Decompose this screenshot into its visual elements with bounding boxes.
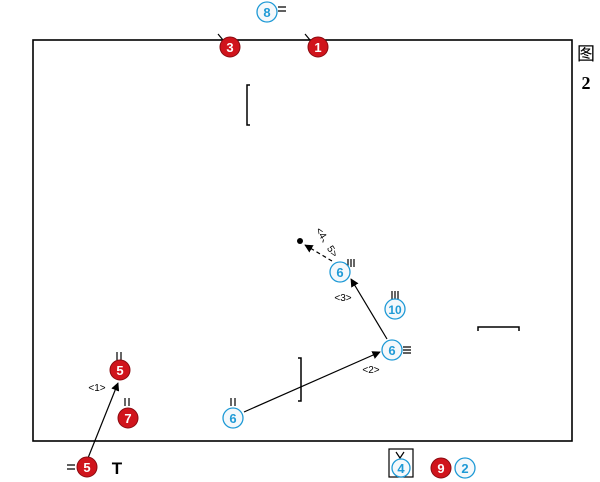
move-arrow-2 <box>243 351 381 413</box>
marker-bracket-middle <box>298 357 302 402</box>
move-arrow-1 <box>87 382 120 459</box>
red-player-7-number: 7 <box>124 411 131 426</box>
blue-player-8-number: 8 <box>263 5 270 20</box>
court-boundary <box>32 39 573 442</box>
red-player-5-top-number: 5 <box>116 363 123 378</box>
sequence-label-2: <2> <box>362 365 379 376</box>
blue-player-10: 10 <box>384 298 406 320</box>
marker-bracket-right <box>477 326 520 331</box>
move-arrow-3 <box>350 278 388 340</box>
red-player-3-number: 3 <box>226 40 233 55</box>
t-marker: T <box>112 459 123 478</box>
blue-player-4: 4 <box>391 458 411 478</box>
red-player-7: 7 <box>117 407 139 429</box>
blue-player-6-middle: 6 <box>381 339 403 361</box>
blue-player-6-bottom-number: 6 <box>229 411 236 426</box>
red-player-5-bottom: 5 <box>76 456 98 478</box>
red-player-5-bottom-number: 5 <box>83 460 90 475</box>
sequence-label-3: <3> <box>334 293 351 304</box>
red-player-5-top: 5 <box>109 359 131 381</box>
blue-player-8: 8 <box>256 1 278 23</box>
blue-player-4-number: 4 <box>397 461 405 476</box>
end-point-dot <box>297 238 303 244</box>
facing-marks <box>67 6 411 470</box>
red-player-1: 1 <box>307 36 329 58</box>
blue-player-2-number: 2 <box>461 461 468 476</box>
blue-player-10-number: 10 <box>388 303 402 317</box>
red-player-9-number: 9 <box>437 461 444 476</box>
blue-player-6-top-number: 6 <box>336 265 343 280</box>
figure-label-number: 2 <box>581 73 591 93</box>
red-player-3: 3 <box>219 36 241 58</box>
blue-player-6-middle-number: 6 <box>388 343 395 358</box>
red-player-9: 9 <box>430 457 452 479</box>
blue-player-6-bottom: 6 <box>222 407 244 429</box>
marker-bracket-top <box>246 84 250 126</box>
move-arrow-45 <box>304 244 333 262</box>
blue-player-6-top: 6 <box>329 261 351 283</box>
figure-label-char: 图 <box>577 44 595 64</box>
red-player-1-number: 1 <box>314 40 321 55</box>
blue-player-2: 2 <box>454 457 476 479</box>
sequence-label-45: <4、5> <box>313 226 340 260</box>
sequence-label-1: <1> <box>88 383 105 394</box>
